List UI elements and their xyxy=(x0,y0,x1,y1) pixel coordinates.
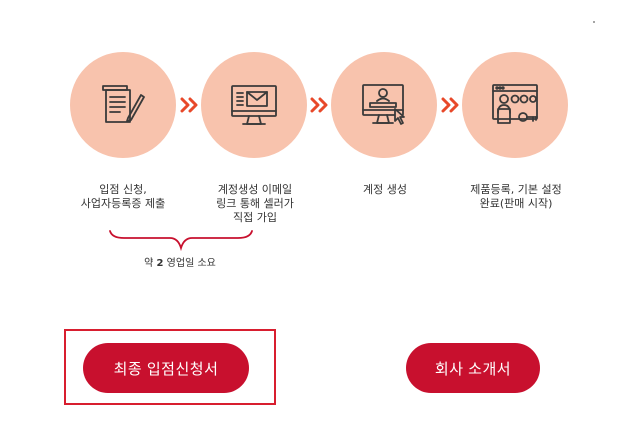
monitor-account-icon xyxy=(362,84,405,125)
document-pen-icon xyxy=(102,85,145,123)
company-brochure-button[interactable]: 회사 소개서 xyxy=(406,343,540,393)
step-arrow-1 xyxy=(178,96,200,114)
monitor-email-icon xyxy=(231,85,277,125)
duration-prefix: 약 xyxy=(144,258,157,269)
apply-button-highlight-frame xyxy=(64,329,276,405)
double-chevron-right-icon xyxy=(310,97,328,113)
double-chevron-right-icon xyxy=(180,97,198,113)
step-2-circle xyxy=(201,52,307,158)
step-3-circle xyxy=(331,52,437,158)
browser-key-icon xyxy=(492,84,538,124)
final-application-button[interactable]: 최종 입점신청서 xyxy=(83,343,249,393)
decorative-dot xyxy=(593,21,595,23)
step-4-label: 제품등록, 기본 설정 완료(판매 시작) xyxy=(470,183,562,210)
double-chevron-right-icon xyxy=(441,97,459,113)
duration-number: 2 xyxy=(156,258,164,269)
step-4-circle xyxy=(462,52,568,158)
step-1-label: 입점 신청, 사업자등록증 제출 xyxy=(80,183,166,210)
curly-brace xyxy=(109,230,253,252)
step-2-label: 계정생성 이메일 링크 통해 셀러가 직접 가입 xyxy=(216,183,294,224)
step-1-circle xyxy=(70,52,176,158)
step-arrow-3 xyxy=(439,96,461,114)
duration-suffix: 영업일 소요 xyxy=(163,258,216,269)
step-arrow-2 xyxy=(308,96,330,114)
duration-label: 약 2 영업일 소요 xyxy=(110,254,250,269)
step-3-label: 계정 생성 xyxy=(363,183,407,196)
